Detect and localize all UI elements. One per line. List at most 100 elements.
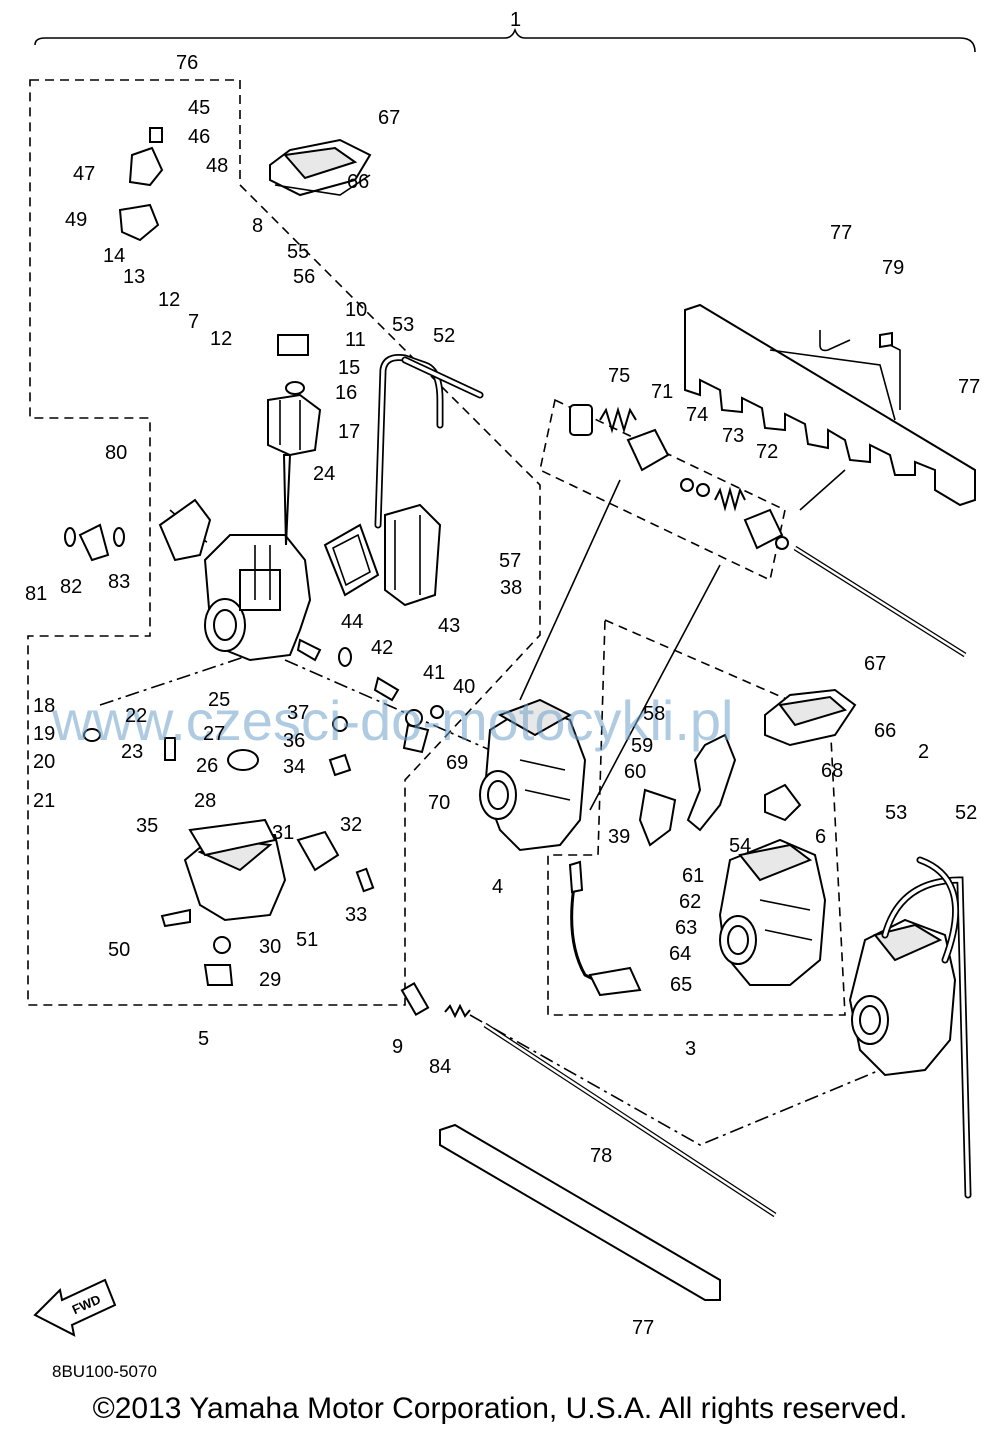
callout: 67 — [378, 107, 400, 129]
callout: 47 — [73, 163, 95, 185]
callout: 13 — [123, 266, 145, 288]
callout: 15 — [338, 357, 360, 379]
throttle-cover-part-17 — [267, 393, 322, 457]
callout: 36 — [283, 730, 305, 752]
callout: 9 — [392, 1036, 403, 1058]
callout: 43 — [438, 615, 460, 637]
callout: 11 — [345, 329, 366, 351]
callout: 22 — [125, 705, 147, 727]
callout: 63 — [675, 917, 697, 939]
callout: 64 — [669, 943, 691, 965]
callout: 31 — [272, 822, 294, 844]
carburetor-body-right — [718, 838, 827, 986]
callout: 18 — [33, 695, 55, 717]
callout: 2 — [918, 741, 929, 763]
callout: 81 — [25, 583, 47, 605]
float-bowl-part-35 — [183, 818, 287, 922]
callout: 37 — [287, 702, 309, 724]
fuel-rail-part — [684, 303, 976, 507]
callout: 53 — [885, 802, 907, 824]
callout: 48 — [206, 155, 228, 177]
callout-labels-duplicates: 77 77 67 66 12 53 52 — [210, 314, 980, 1339]
fwd-arrow-icon: FWD — [33, 1278, 117, 1337]
callout: 53 — [392, 314, 414, 336]
alignment-line — [284, 659, 491, 751]
callout: 61 — [682, 865, 704, 887]
callout: 25 — [208, 689, 230, 711]
callout: 8 — [252, 215, 263, 237]
callout: 32 — [340, 814, 362, 836]
callout: 16 — [335, 382, 357, 404]
callout: 40 — [453, 676, 475, 698]
callout: 27 — [203, 723, 225, 745]
callout: 70 — [428, 792, 450, 814]
choke-cable-part-64 — [568, 860, 642, 997]
callout: 54 — [729, 835, 751, 857]
callout: 66 — [874, 720, 896, 742]
callout: 80 — [105, 442, 127, 464]
callout: 71 — [651, 381, 673, 403]
callout: 4 — [492, 876, 503, 898]
callout: 51 — [296, 929, 318, 951]
leader — [519, 479, 621, 701]
callout: 44 — [341, 611, 363, 633]
top-cover-part-65 — [269, 138, 372, 197]
spring-parts-70-74 — [569, 404, 967, 658]
carburetor-body-far-right — [848, 856, 972, 1199]
callout: 59 — [631, 735, 653, 757]
assembly-1-bracket — [34, 27, 976, 53]
callout: 28 — [194, 790, 216, 812]
callout: 1 — [510, 9, 521, 31]
callout: 57 — [499, 550, 521, 572]
spring-group-boundary — [539, 398, 786, 582]
jet-needle-part-24 — [282, 454, 292, 546]
subassembly-5-boundary — [27, 79, 541, 1006]
vacuum-chamber-part — [384, 503, 442, 607]
callout: 49 — [65, 209, 87, 231]
gasket-part-9 — [323, 523, 380, 597]
callout: 74 — [686, 404, 708, 426]
callout: 76 — [176, 52, 198, 74]
callout: 78 — [590, 1145, 612, 1167]
callout: 17 — [338, 421, 360, 443]
callout: 19 — [33, 723, 55, 745]
callout: 68 — [821, 760, 843, 782]
callout: 41 — [423, 662, 445, 684]
leader — [589, 564, 721, 811]
callout: 75 — [608, 365, 630, 387]
callout: 83 — [108, 571, 130, 593]
callout: 72 — [756, 441, 778, 463]
callout: 69 — [446, 752, 468, 774]
callout: 73 — [722, 425, 744, 447]
callout: 82 — [60, 576, 82, 598]
callout: 34 — [283, 756, 305, 778]
callout: 67 — [864, 653, 886, 675]
callout: 77 — [830, 222, 852, 244]
callout: 38 — [500, 577, 522, 599]
callout: 62 — [679, 891, 701, 913]
small-parts-left — [64, 127, 444, 986]
callout: 84 — [429, 1056, 451, 1078]
top-cover-part-65-right — [764, 688, 857, 747]
hose-52-53 — [374, 354, 484, 529]
callout: 52 — [955, 802, 977, 824]
callout: 50 — [108, 939, 130, 961]
callout: 10 — [345, 299, 367, 321]
callout: 39 — [608, 826, 630, 848]
callout: 14 — [103, 245, 125, 267]
callout: 52 — [433, 325, 455, 347]
lever-part-6 — [764, 783, 802, 822]
callout: 23 — [121, 741, 143, 763]
callout: 58 — [643, 703, 665, 725]
callout: 77 — [632, 1317, 654, 1339]
bottom-bracket-plate — [439, 1123, 721, 1301]
carburetor-body-center — [479, 698, 587, 852]
linkage-plate-part — [638, 733, 737, 847]
callout: 24 — [313, 463, 335, 485]
callout: 12 — [158, 289, 180, 311]
callout: 30 — [259, 936, 281, 958]
callout: 55 — [287, 241, 309, 263]
callout: 3 — [685, 1038, 696, 1060]
leader — [799, 469, 846, 511]
